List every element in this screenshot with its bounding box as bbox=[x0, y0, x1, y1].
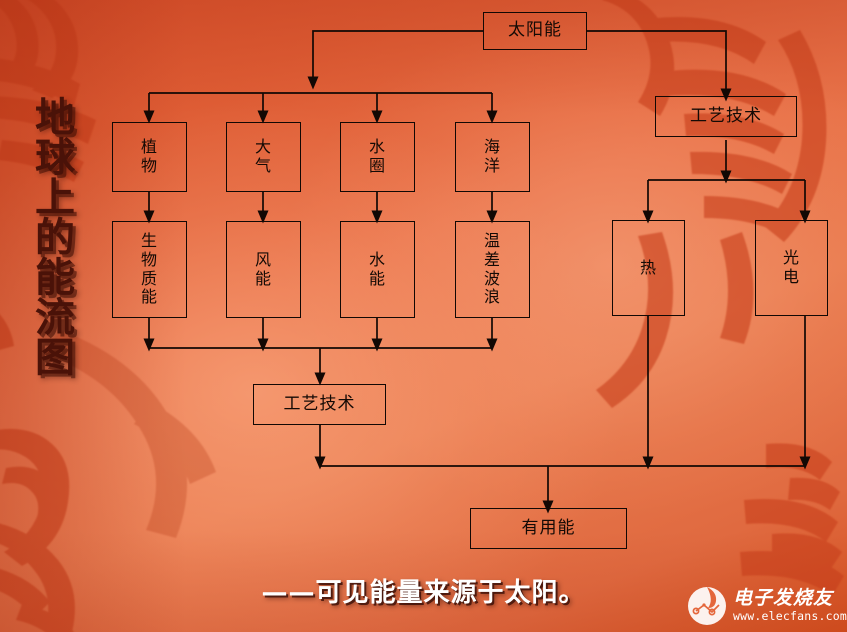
watermark-brand: 电子发烧友 bbox=[733, 586, 834, 609]
watermark-url: www.elecfans.com bbox=[733, 608, 847, 623]
node-heat[interactable]: 热 bbox=[612, 220, 685, 316]
node-hydrosphere[interactable]: 水 圈 bbox=[340, 122, 415, 192]
node-photoelectric[interactable]: 光 电 bbox=[755, 220, 828, 316]
node-biomass-energy[interactable]: 生 物 质 能 bbox=[112, 221, 187, 318]
node-atmosphere-label: 大 气 bbox=[254, 137, 272, 175]
node-useful-energy[interactable]: 有用能 bbox=[470, 508, 627, 549]
node-biomass-energy-label: 生 物 质 能 bbox=[140, 230, 158, 307]
node-ocean-label: 海 洋 bbox=[483, 137, 501, 175]
node-plants-label: 植 物 bbox=[140, 137, 158, 175]
page-title: 地球上的能流图 bbox=[28, 96, 74, 376]
node-useful-energy-label: 有用能 bbox=[521, 517, 576, 538]
node-heat-label: 热 bbox=[639, 257, 657, 277]
node-thermal-wave[interactable]: 温 差 波 浪 bbox=[455, 221, 530, 318]
elecfans-logo-icon bbox=[686, 585, 728, 627]
site-watermark: 电子发烧友 www.elecfans.com bbox=[686, 583, 847, 628]
node-wind-energy[interactable]: 风 能 bbox=[226, 221, 301, 318]
node-photoelectric-label: 光 电 bbox=[782, 248, 800, 286]
node-solar-energy[interactable]: 太阳能 bbox=[483, 12, 587, 50]
watermark-text: 电子发烧友 www.elecfans.com bbox=[733, 586, 847, 623]
node-hydrosphere-label: 水 圈 bbox=[368, 137, 386, 175]
node-tech-mid[interactable]: 工艺技术 bbox=[253, 384, 386, 425]
node-ocean[interactable]: 海 洋 bbox=[455, 122, 530, 192]
node-plants[interactable]: 植 物 bbox=[112, 122, 187, 192]
node-hydro-energy[interactable]: 水 能 bbox=[340, 221, 415, 318]
slide-caption: ——可见能量来源于太阳。 bbox=[261, 578, 586, 608]
node-atmosphere[interactable]: 大 气 bbox=[226, 122, 301, 192]
node-hydro-energy-label: 水 能 bbox=[368, 249, 386, 288]
node-tech-mid-label: 工艺技术 bbox=[283, 393, 356, 414]
node-tech-right-label: 工艺技术 bbox=[690, 105, 762, 126]
node-solar-energy-label: 太阳能 bbox=[508, 20, 562, 41]
node-wind-energy-label: 风 能 bbox=[254, 249, 272, 288]
node-thermal-wave-label: 温 差 波 浪 bbox=[483, 230, 501, 307]
node-tech-right[interactable]: 工艺技术 bbox=[655, 96, 797, 137]
